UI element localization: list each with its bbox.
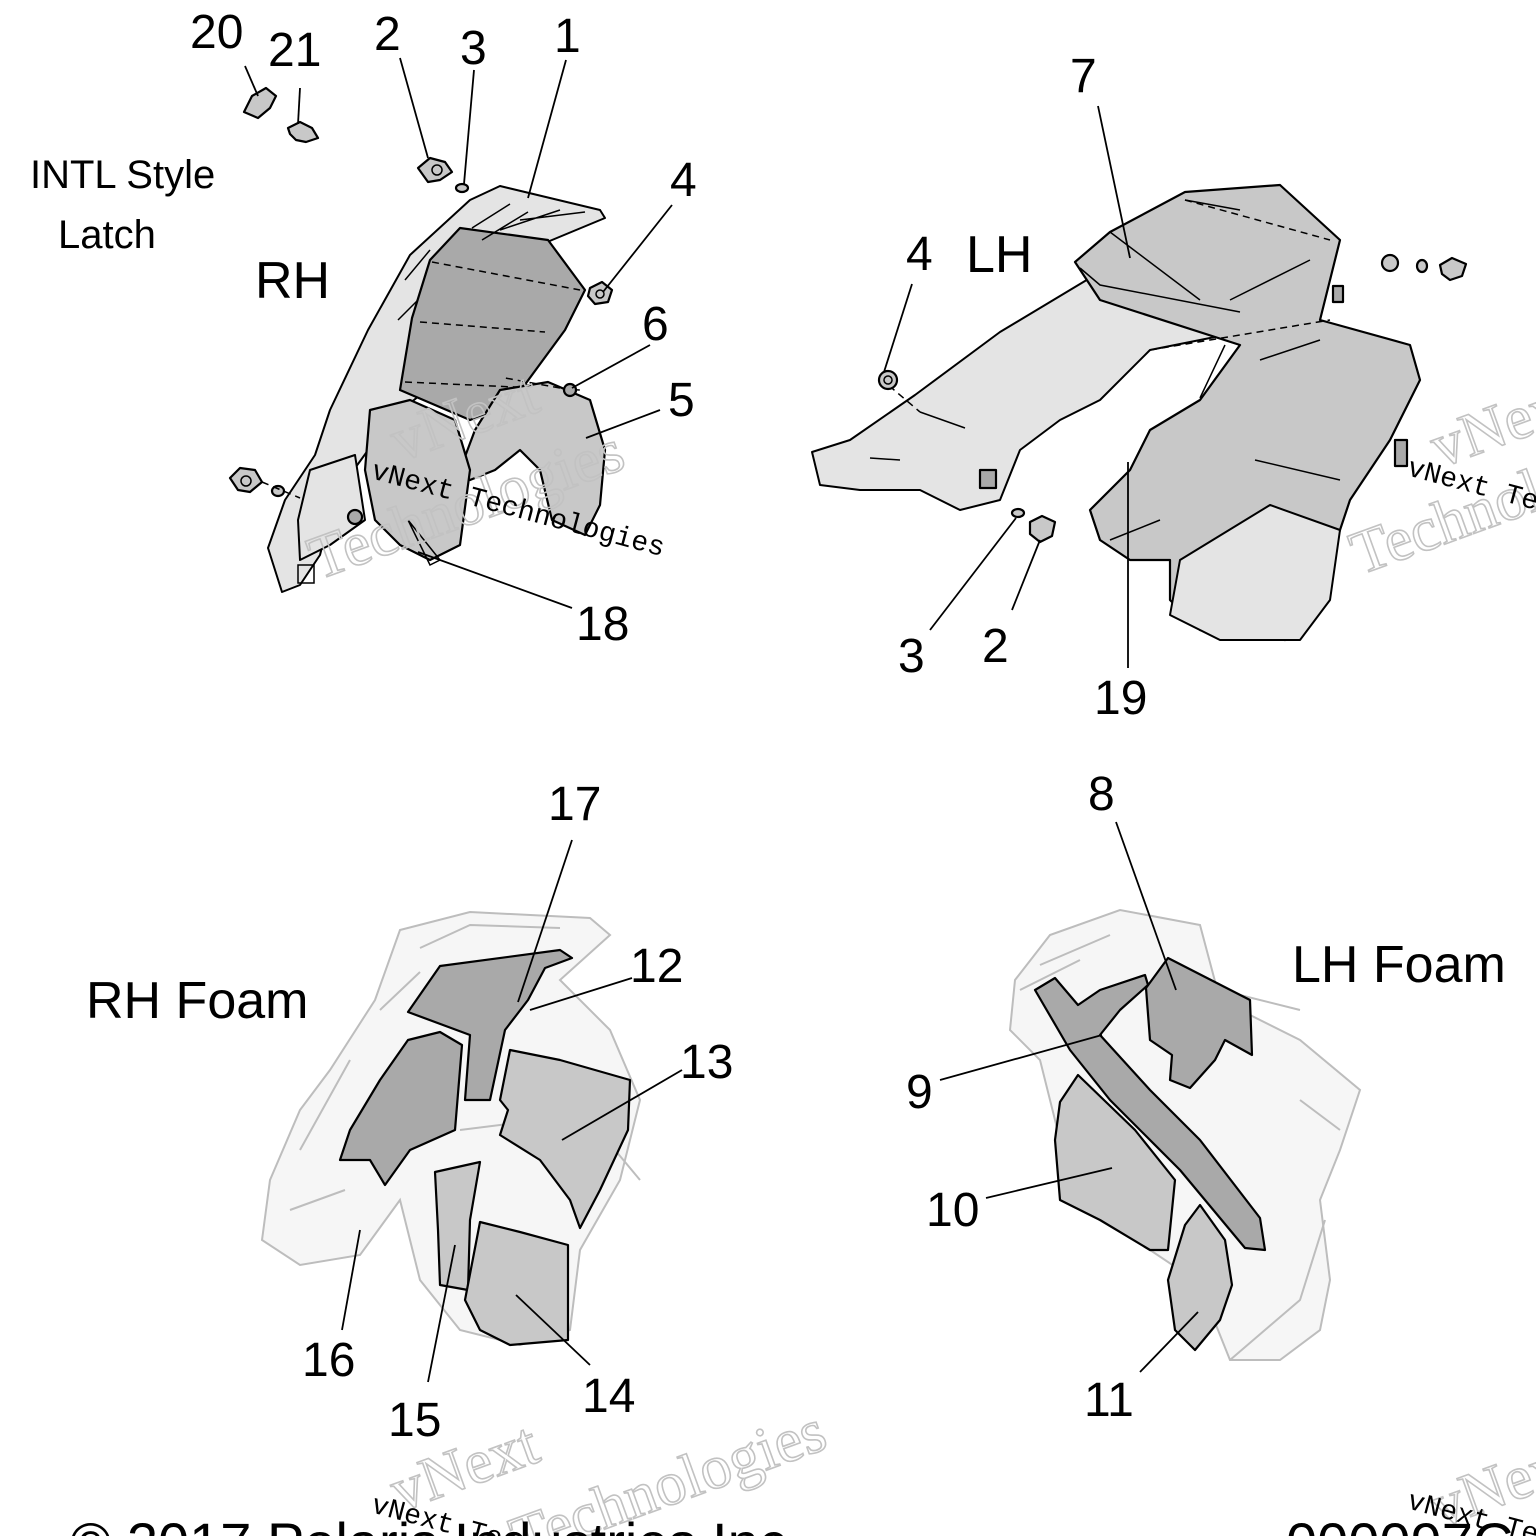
lh-push-rivet-2 <box>1028 514 1057 544</box>
lh-grommet-4 <box>877 369 899 391</box>
caption-intl-line2: Latch <box>58 213 156 257</box>
callout-6: 6 <box>642 298 669 351</box>
callout-9: 9 <box>906 1066 933 1119</box>
callout-7: 7 <box>1070 50 1097 103</box>
rh-foam-12 <box>406 948 574 1102</box>
rh-clip-nut <box>346 508 364 526</box>
footer: © 2017 Polaris Industries Inc. 000097C <box>70 1511 1513 1536</box>
callout-numbers: 1 2 3 4 5 6 7 8 9 10 11 12 13 14 15 16 1… <box>190 6 1147 1447</box>
callout-21: 21 <box>268 24 321 77</box>
callout-4: 4 <box>670 154 697 207</box>
callout-12: 12 <box>630 940 683 993</box>
lh-foam-9 <box>1033 973 1267 1252</box>
lh-foam-assembly <box>1008 908 1362 1361</box>
caption-lh-foam: LH Foam <box>1292 936 1506 994</box>
lh-foam-10 <box>1053 1073 1177 1252</box>
callout-15: 15 <box>388 1394 441 1447</box>
latch-part-20 <box>242 86 278 120</box>
caption-intl-line1: INTL Style <box>30 153 215 197</box>
rh-side-bracket <box>297 454 366 561</box>
leader-lines <box>244 57 1199 1383</box>
rh-lower-flap <box>363 398 472 562</box>
intl-latch-parts <box>242 86 320 144</box>
lh-wheel-well <box>1169 504 1341 641</box>
callout-8: 8 <box>1088 768 1115 821</box>
callout-17: 17 <box>548 778 601 831</box>
callout-19: 19 <box>1094 672 1147 725</box>
callout-lh-3: 3 <box>898 630 925 683</box>
callout-2: 2 <box>374 8 401 61</box>
callout-16: 16 <box>302 1334 355 1387</box>
rh-push-rivet-top <box>416 156 454 184</box>
caption-rh-foam: RH Foam <box>86 972 308 1030</box>
rh-push-rivet-side <box>228 466 264 494</box>
callout-20: 20 <box>190 6 243 59</box>
callout-14: 14 <box>582 1370 635 1423</box>
callout-1: 1 <box>554 10 581 63</box>
rh-washer-side <box>270 484 286 498</box>
lh-fender-assembly <box>811 183 1468 642</box>
footer-copyright: © 2017 Polaris Industries Inc. <box>70 1511 802 1536</box>
lh-fender-arm <box>811 271 1251 511</box>
rh-foam-assembly <box>260 910 642 1347</box>
lh-foam-11 <box>1166 1203 1234 1352</box>
rh-washer-top <box>454 182 470 194</box>
footer-code: 000097C <box>1286 1511 1513 1536</box>
callout-13: 13 <box>680 1036 733 1089</box>
caption-lh: LH <box>966 226 1032 284</box>
callout-lh-2: 2 <box>982 620 1009 673</box>
section-captions: RH LH RH Foam LH Foam INTL Style Latch <box>30 153 1506 1030</box>
callout-3: 3 <box>460 22 487 75</box>
callout-11: 11 <box>1084 1374 1134 1427</box>
callout-10: 10 <box>926 1184 979 1237</box>
callout-18: 18 <box>576 598 629 651</box>
latch-part-21 <box>286 120 320 144</box>
callout-lh-4: 4 <box>906 228 933 281</box>
rh-fender-assembly <box>228 156 614 593</box>
lh-foam-8 <box>1144 956 1254 1090</box>
callout-5: 5 <box>668 374 695 427</box>
caption-rh: RH <box>255 252 330 310</box>
rh-foam-14 <box>463 1220 570 1347</box>
lh-washer-3 <box>1010 507 1026 519</box>
rh-inner-panel <box>398 226 587 422</box>
rh-foam-16 <box>338 1030 464 1187</box>
